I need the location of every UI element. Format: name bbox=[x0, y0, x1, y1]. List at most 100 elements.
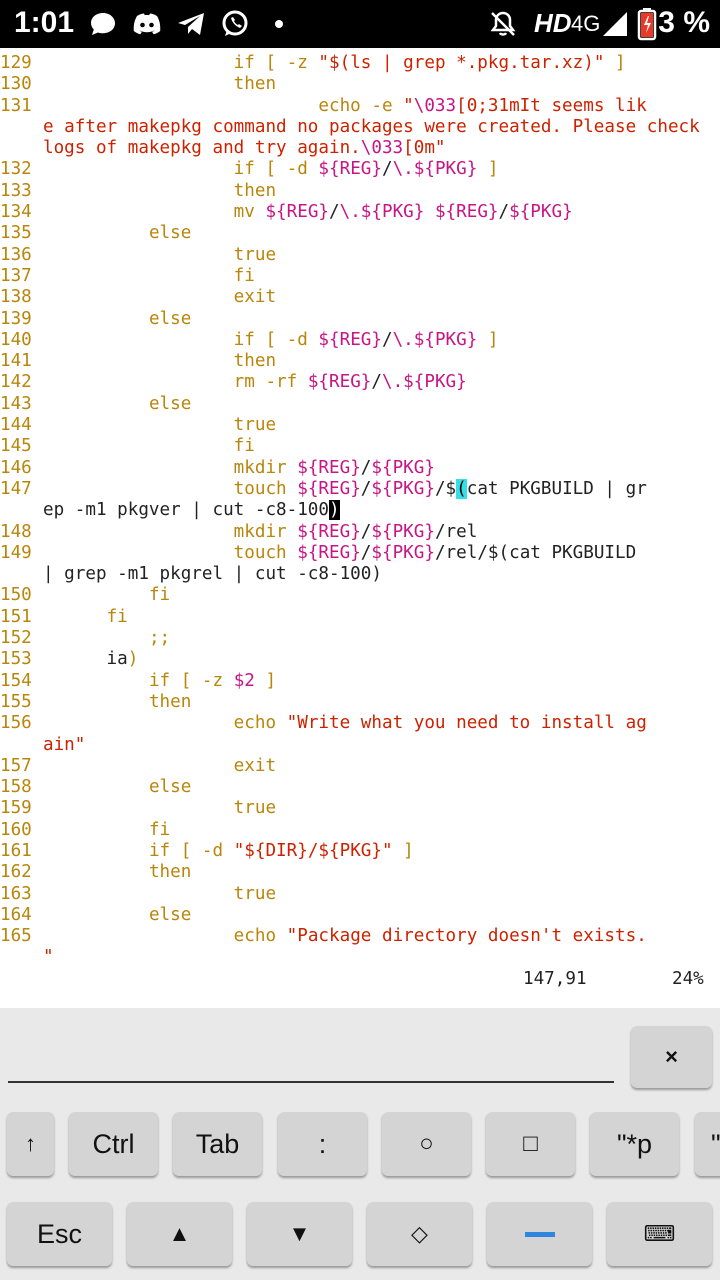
code-token bbox=[43, 585, 149, 605]
code-token: ${PKG} bbox=[413, 159, 478, 180]
code-line: 143 else bbox=[0, 394, 720, 415]
line-text: " bbox=[43, 947, 54, 968]
code-token: then bbox=[233, 351, 277, 372]
tab-key[interactable]: Tab bbox=[173, 1112, 262, 1176]
line-text: fi bbox=[43, 585, 170, 606]
line-number: 147 bbox=[0, 478, 32, 499]
code-token: ] bbox=[477, 159, 499, 180]
code-token bbox=[424, 202, 435, 222]
code-line: 137 fi bbox=[0, 266, 720, 287]
page-down-key[interactable]: ▼ bbox=[247, 1202, 352, 1266]
code-token: "${DIR}/${PKG}" bbox=[233, 840, 393, 861]
code-token: / bbox=[381, 329, 393, 350]
code-line: 149 touch ${REG}/${PKG}/rel/$(cat PKGBUI… bbox=[0, 543, 720, 564]
code-token bbox=[43, 351, 234, 371]
line-number bbox=[0, 138, 43, 159]
discord-icon bbox=[130, 9, 164, 39]
line-text: true bbox=[43, 884, 276, 905]
code-token: ${PKG} bbox=[403, 372, 467, 393]
code-token: [0m" bbox=[403, 138, 446, 159]
code-token bbox=[43, 607, 107, 627]
circle-key[interactable]: ○ bbox=[382, 1112, 471, 1176]
code-token: [0;31mIt seems lik bbox=[456, 95, 647, 116]
code-token: ia bbox=[43, 649, 128, 670]
code-token: fi bbox=[148, 819, 171, 840]
code-token: ] bbox=[254, 670, 277, 691]
code-token: touch bbox=[233, 478, 298, 499]
line-text: mkdir ${REG}/${PKG} bbox=[43, 458, 435, 479]
code-token: ${REG} bbox=[265, 202, 330, 223]
line-number: 152 bbox=[0, 628, 32, 649]
line-text: echo "Package directory doesn't exists. bbox=[43, 926, 647, 947]
code-token: ${REG} bbox=[297, 478, 361, 499]
quote-key[interactable]: " bbox=[695, 1112, 720, 1176]
line-text: exit bbox=[43, 756, 276, 777]
text-input[interactable] bbox=[8, 1081, 614, 1083]
code-token bbox=[43, 202, 234, 222]
square-key[interactable]: □ bbox=[486, 1112, 575, 1176]
colon-key[interactable]: : bbox=[278, 1112, 367, 1176]
code-token: exit bbox=[233, 755, 277, 776]
code-token: ] bbox=[477, 329, 499, 350]
code-token bbox=[43, 436, 234, 456]
code-token: else bbox=[148, 777, 192, 798]
code-token: else bbox=[148, 223, 192, 244]
code-token: echo bbox=[233, 926, 287, 947]
line-text: true bbox=[43, 245, 276, 266]
close-button[interactable]: × bbox=[631, 1026, 712, 1088]
line-number: 155 bbox=[0, 691, 32, 712]
cellular-type: 4G bbox=[571, 11, 601, 36]
code-token: true bbox=[233, 798, 277, 819]
code-token: /rel bbox=[434, 521, 478, 542]
line-number: 165 bbox=[0, 926, 32, 947]
code-line: 134 mv ${REG}/\.${PKG} ${REG}/${PKG} bbox=[0, 202, 720, 223]
code-token: if [ -z bbox=[233, 53, 319, 73]
minus-key[interactable]: — bbox=[487, 1202, 592, 1266]
line-number: 146 bbox=[0, 457, 32, 478]
code-token: / bbox=[360, 478, 372, 499]
line-number: 148 bbox=[0, 521, 32, 542]
code-token: "$(ls | grep *.pkg.tar.xz)" bbox=[318, 53, 605, 73]
line-text: if [ -z $2 ] bbox=[43, 671, 276, 692]
code-line: 151 fi bbox=[0, 607, 720, 628]
code-token bbox=[43, 181, 234, 201]
line-text: ep -m1 pkgver | cut -c8-100) bbox=[43, 500, 340, 521]
code-line: 161 if [ -d "${DIR}/${PKG}" ] bbox=[0, 841, 720, 862]
code-token: / bbox=[498, 202, 510, 223]
code-token: mkdir bbox=[233, 457, 298, 478]
esc-key[interactable]: Esc bbox=[7, 1202, 112, 1266]
code-token: logs of makepkg and try again. bbox=[43, 138, 361, 159]
code-line: 140 if [ -d ${REG}/\.${PKG} ] bbox=[0, 330, 720, 351]
line-number bbox=[0, 500, 43, 521]
line-text: else bbox=[43, 223, 191, 244]
up-arrow-key[interactable]: ↑ bbox=[7, 1112, 54, 1176]
dot-icon bbox=[272, 9, 286, 39]
status-time: 1:01 bbox=[14, 6, 75, 39]
line-number: 132 bbox=[0, 159, 32, 180]
code-token: rm -rf bbox=[233, 372, 308, 393]
code-line: 150 fi bbox=[0, 585, 720, 606]
code-line: 144 true bbox=[0, 415, 720, 436]
text-cursor: ) bbox=[329, 500, 340, 521]
keyboard-toggle-key[interactable]: ⌨ bbox=[607, 1202, 712, 1266]
code-line: 142 rm -rf ${REG}/\.${PKG} bbox=[0, 372, 720, 393]
page-up-key[interactable]: ▲ bbox=[127, 1202, 232, 1266]
code-token bbox=[43, 159, 234, 179]
line-text: else bbox=[43, 777, 191, 798]
ctrl-key[interactable]: Ctrl bbox=[69, 1112, 158, 1176]
code-token bbox=[43, 692, 149, 712]
code-line: 135 else bbox=[0, 223, 720, 244]
code-token: ain" bbox=[43, 734, 86, 755]
line-text: | grep -m1 pkgrel | cut -c8-100) bbox=[43, 564, 382, 585]
vim-editor[interactable]: 129 if [ -z "$(ls | grep *.pkg.tar.xz)" … bbox=[0, 53, 720, 969]
register-paste-key[interactable]: "*p bbox=[590, 1112, 679, 1176]
code-token: ] bbox=[392, 840, 414, 861]
code-token bbox=[43, 522, 234, 542]
diamond-key[interactable]: ◇ bbox=[367, 1202, 472, 1266]
code-token: if [ -d bbox=[233, 159, 319, 180]
code-token bbox=[43, 862, 149, 882]
code-token bbox=[43, 309, 149, 329]
code-line: 146 mkdir ${REG}/${PKG} bbox=[0, 458, 720, 479]
code-line: 145 fi bbox=[0, 436, 720, 457]
code-token: else bbox=[148, 904, 192, 925]
